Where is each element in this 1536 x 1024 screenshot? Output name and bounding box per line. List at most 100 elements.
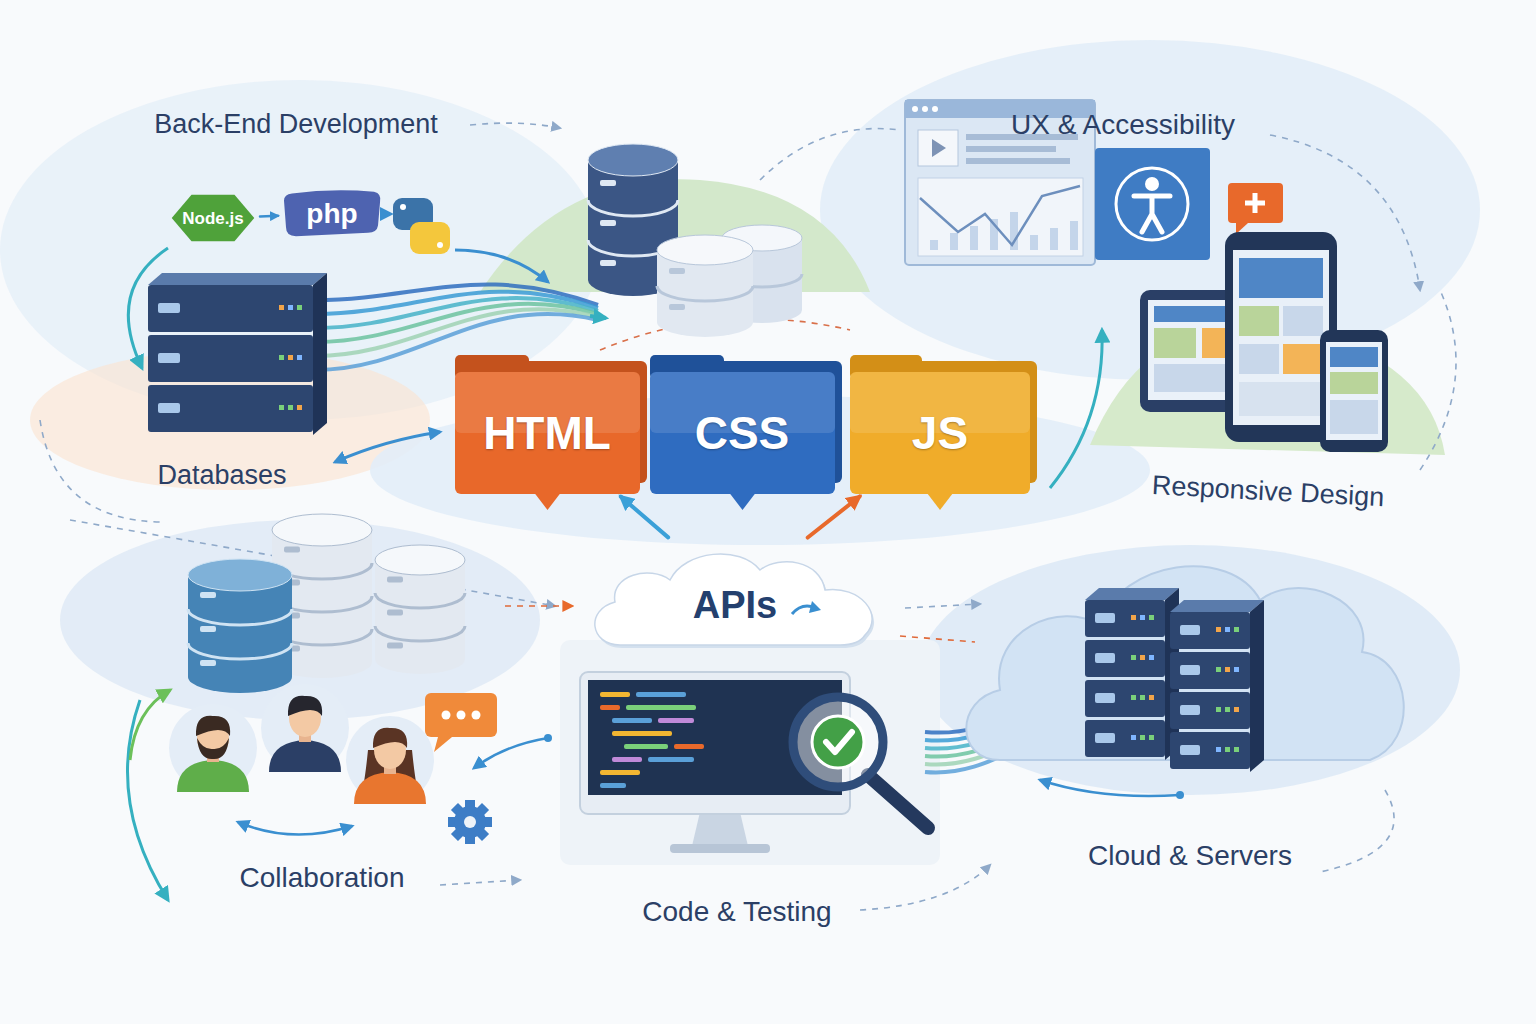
code-line — [624, 744, 668, 749]
python-eye — [400, 204, 406, 210]
server-light — [279, 305, 284, 310]
cylinder-top — [588, 144, 678, 176]
cylinder-body — [375, 560, 465, 674]
connector-dot — [1176, 791, 1184, 799]
dashed-path — [440, 880, 520, 885]
python-logo — [410, 222, 450, 254]
dashed-path — [760, 129, 900, 180]
code-line — [600, 705, 620, 710]
api-arrow-head — [809, 601, 821, 613]
section-title: Collaboration — [240, 862, 405, 893]
wash — [920, 545, 1460, 795]
node-label: Node.js — [182, 210, 243, 227]
cylinder-ring — [588, 200, 678, 216]
cylinder-body — [188, 575, 292, 693]
check-mark — [826, 732, 852, 752]
chart-bar — [970, 226, 978, 250]
server-light — [1140, 695, 1145, 700]
server-light — [1131, 615, 1136, 620]
bubble-tail — [434, 737, 452, 752]
code-line — [648, 757, 694, 762]
technology-box: HTML — [455, 372, 640, 494]
bubble-dot — [457, 711, 466, 720]
gear-hole — [464, 816, 476, 828]
database-cylinder — [657, 235, 753, 337]
server-light — [1234, 667, 1239, 672]
box-face — [455, 372, 640, 494]
monitor-base — [670, 844, 770, 853]
server-unit — [1085, 720, 1165, 757]
small-phone-screen — [1326, 342, 1382, 440]
cylinder-ring — [188, 609, 292, 625]
avatar-ground — [346, 716, 434, 804]
dashed-path — [900, 636, 975, 642]
hair — [288, 696, 322, 716]
code-line — [658, 718, 694, 723]
shoulders — [354, 772, 426, 804]
video-box — [918, 130, 958, 166]
server-light — [1216, 627, 1221, 632]
connector-dot — [544, 734, 552, 742]
cylinder-ring — [375, 593, 465, 608]
magnifier-ring — [793, 697, 883, 787]
section-title: Databases — [157, 460, 286, 490]
server-light — [1225, 707, 1230, 712]
cylinder-slot — [387, 643, 403, 649]
server-side — [1250, 600, 1264, 772]
avatar-ground — [169, 704, 257, 792]
code-line — [674, 744, 704, 749]
cylinder-ring — [188, 643, 292, 659]
node-label: php — [306, 200, 357, 228]
magnifier-handle — [868, 775, 928, 828]
language-badge: php — [282, 190, 382, 238]
phone-screen — [1233, 250, 1329, 425]
dashed-path — [905, 604, 980, 608]
screen-block — [1330, 347, 1378, 367]
wash — [0, 80, 600, 420]
server-light — [1216, 707, 1221, 712]
database-cylinder — [188, 559, 292, 693]
cylinder-slot — [600, 220, 616, 226]
small-phone — [1320, 330, 1388, 452]
curved-arrow — [130, 690, 170, 760]
screen-block — [1283, 344, 1323, 374]
chart-bar — [930, 240, 938, 250]
server-light — [1140, 655, 1145, 660]
server-light — [1140, 735, 1145, 740]
plus-sign — [1245, 193, 1265, 213]
server-slot — [1095, 653, 1115, 663]
dashed-path — [1420, 290, 1456, 470]
server-slot — [1180, 665, 1200, 675]
screen-block — [1283, 306, 1323, 336]
server-slot — [1180, 745, 1200, 755]
server-unit — [1170, 692, 1250, 729]
section-label: UX & Accessibility — [1011, 110, 1235, 141]
server-unit — [1085, 640, 1165, 677]
curved-arrow — [128, 248, 168, 368]
browser-dot — [932, 106, 938, 112]
screen-block — [1239, 306, 1279, 336]
server-top — [1170, 600, 1264, 612]
chart-bar — [1070, 221, 1078, 250]
panel — [560, 640, 940, 865]
server-light — [1140, 615, 1145, 620]
gear-body — [454, 806, 486, 838]
cylinder-slot — [200, 660, 216, 666]
server-light — [1225, 747, 1230, 752]
box-face — [850, 372, 1030, 494]
section-label: Collaboration — [240, 863, 405, 894]
person-avatar — [169, 704, 257, 792]
server-unit — [148, 285, 313, 332]
runtime-badge: Node.js — [170, 193, 256, 243]
code-line — [612, 731, 672, 736]
accessibility-card — [1095, 148, 1210, 260]
browser-dot — [922, 106, 928, 112]
browser-dot — [912, 106, 918, 112]
node-label: HTML — [483, 410, 611, 456]
section-title: Back-End Development — [154, 109, 438, 139]
cylinder-top — [272, 514, 372, 546]
